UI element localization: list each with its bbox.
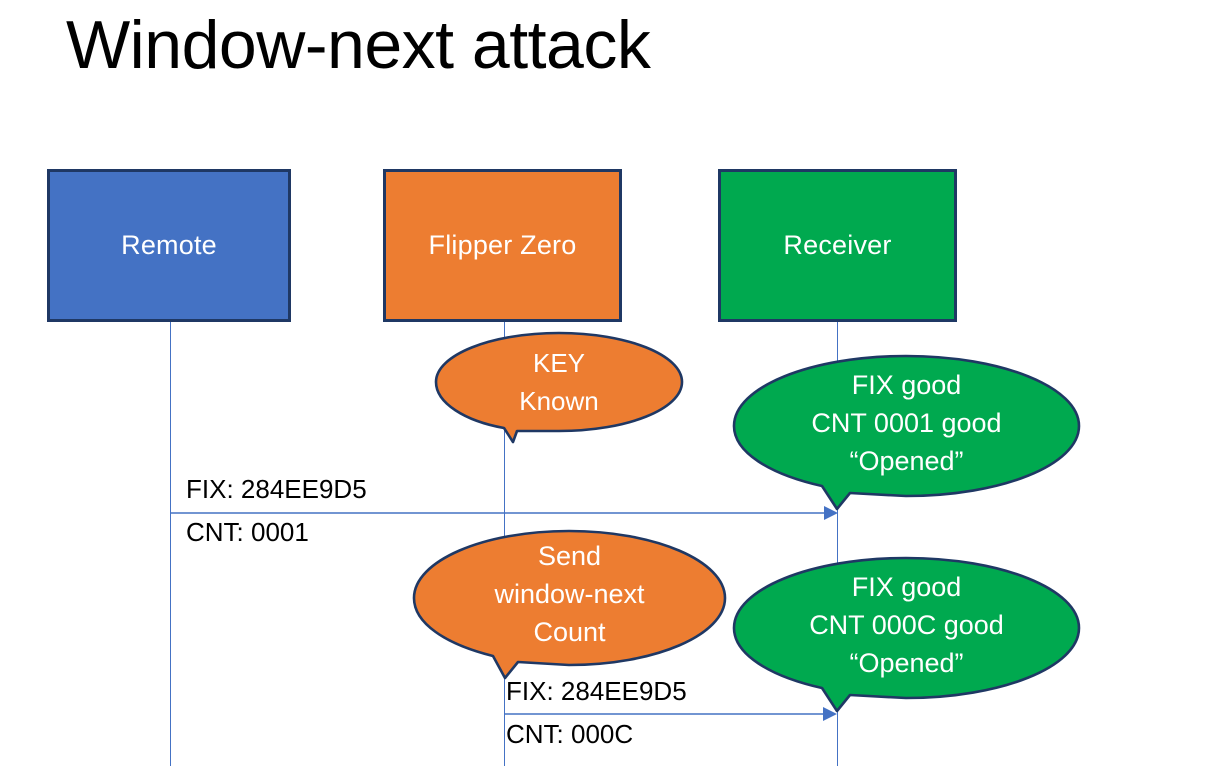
message-arrow-2 bbox=[504, 707, 837, 721]
message-1-cnt-label: CNT: 0001 bbox=[186, 517, 309, 547]
actor-label-flipper: Flipper Zero bbox=[428, 230, 577, 260]
actor-box-flipper[interactable]: Flipper Zero bbox=[383, 169, 622, 322]
actor-box-remote[interactable]: Remote bbox=[47, 169, 291, 322]
message-arrow-1 bbox=[170, 506, 838, 520]
actor-label-receiver: Receiver bbox=[783, 230, 892, 260]
callout-shape-receiver-verdict-2 bbox=[732, 556, 1081, 713]
actor-label-remote: Remote bbox=[121, 230, 217, 260]
message-2-cnt-label: CNT: 000C bbox=[506, 719, 634, 749]
message-2-fix-label: FIX: 284EE9D5 bbox=[506, 676, 687, 706]
callout-bubble-receiver-verdict-1[interactable]: FIX good CNT 0001 good “Opened” bbox=[732, 354, 1081, 515]
actor-box-receiver[interactable]: Receiver bbox=[718, 169, 957, 322]
message-1-fix-label: FIX: 284EE9D5 bbox=[186, 474, 367, 504]
callout-shape-receiver-verdict-1 bbox=[732, 354, 1081, 511]
callout-shape-key-known bbox=[434, 331, 684, 444]
lifeline-remote bbox=[169, 322, 171, 766]
lifeline-receiver bbox=[836, 322, 838, 766]
callout-bubble-key-known[interactable]: KEY Known bbox=[434, 331, 684, 447]
callout-bubble-receiver-verdict-2[interactable]: FIX good CNT 000C good “Opened” bbox=[732, 556, 1081, 717]
page-title: Window-next attack bbox=[66, 7, 651, 83]
callout-bubble-send-window-next[interactable]: Send window-next Count bbox=[412, 529, 727, 683]
callout-shape-send-window-next bbox=[412, 529, 727, 680]
